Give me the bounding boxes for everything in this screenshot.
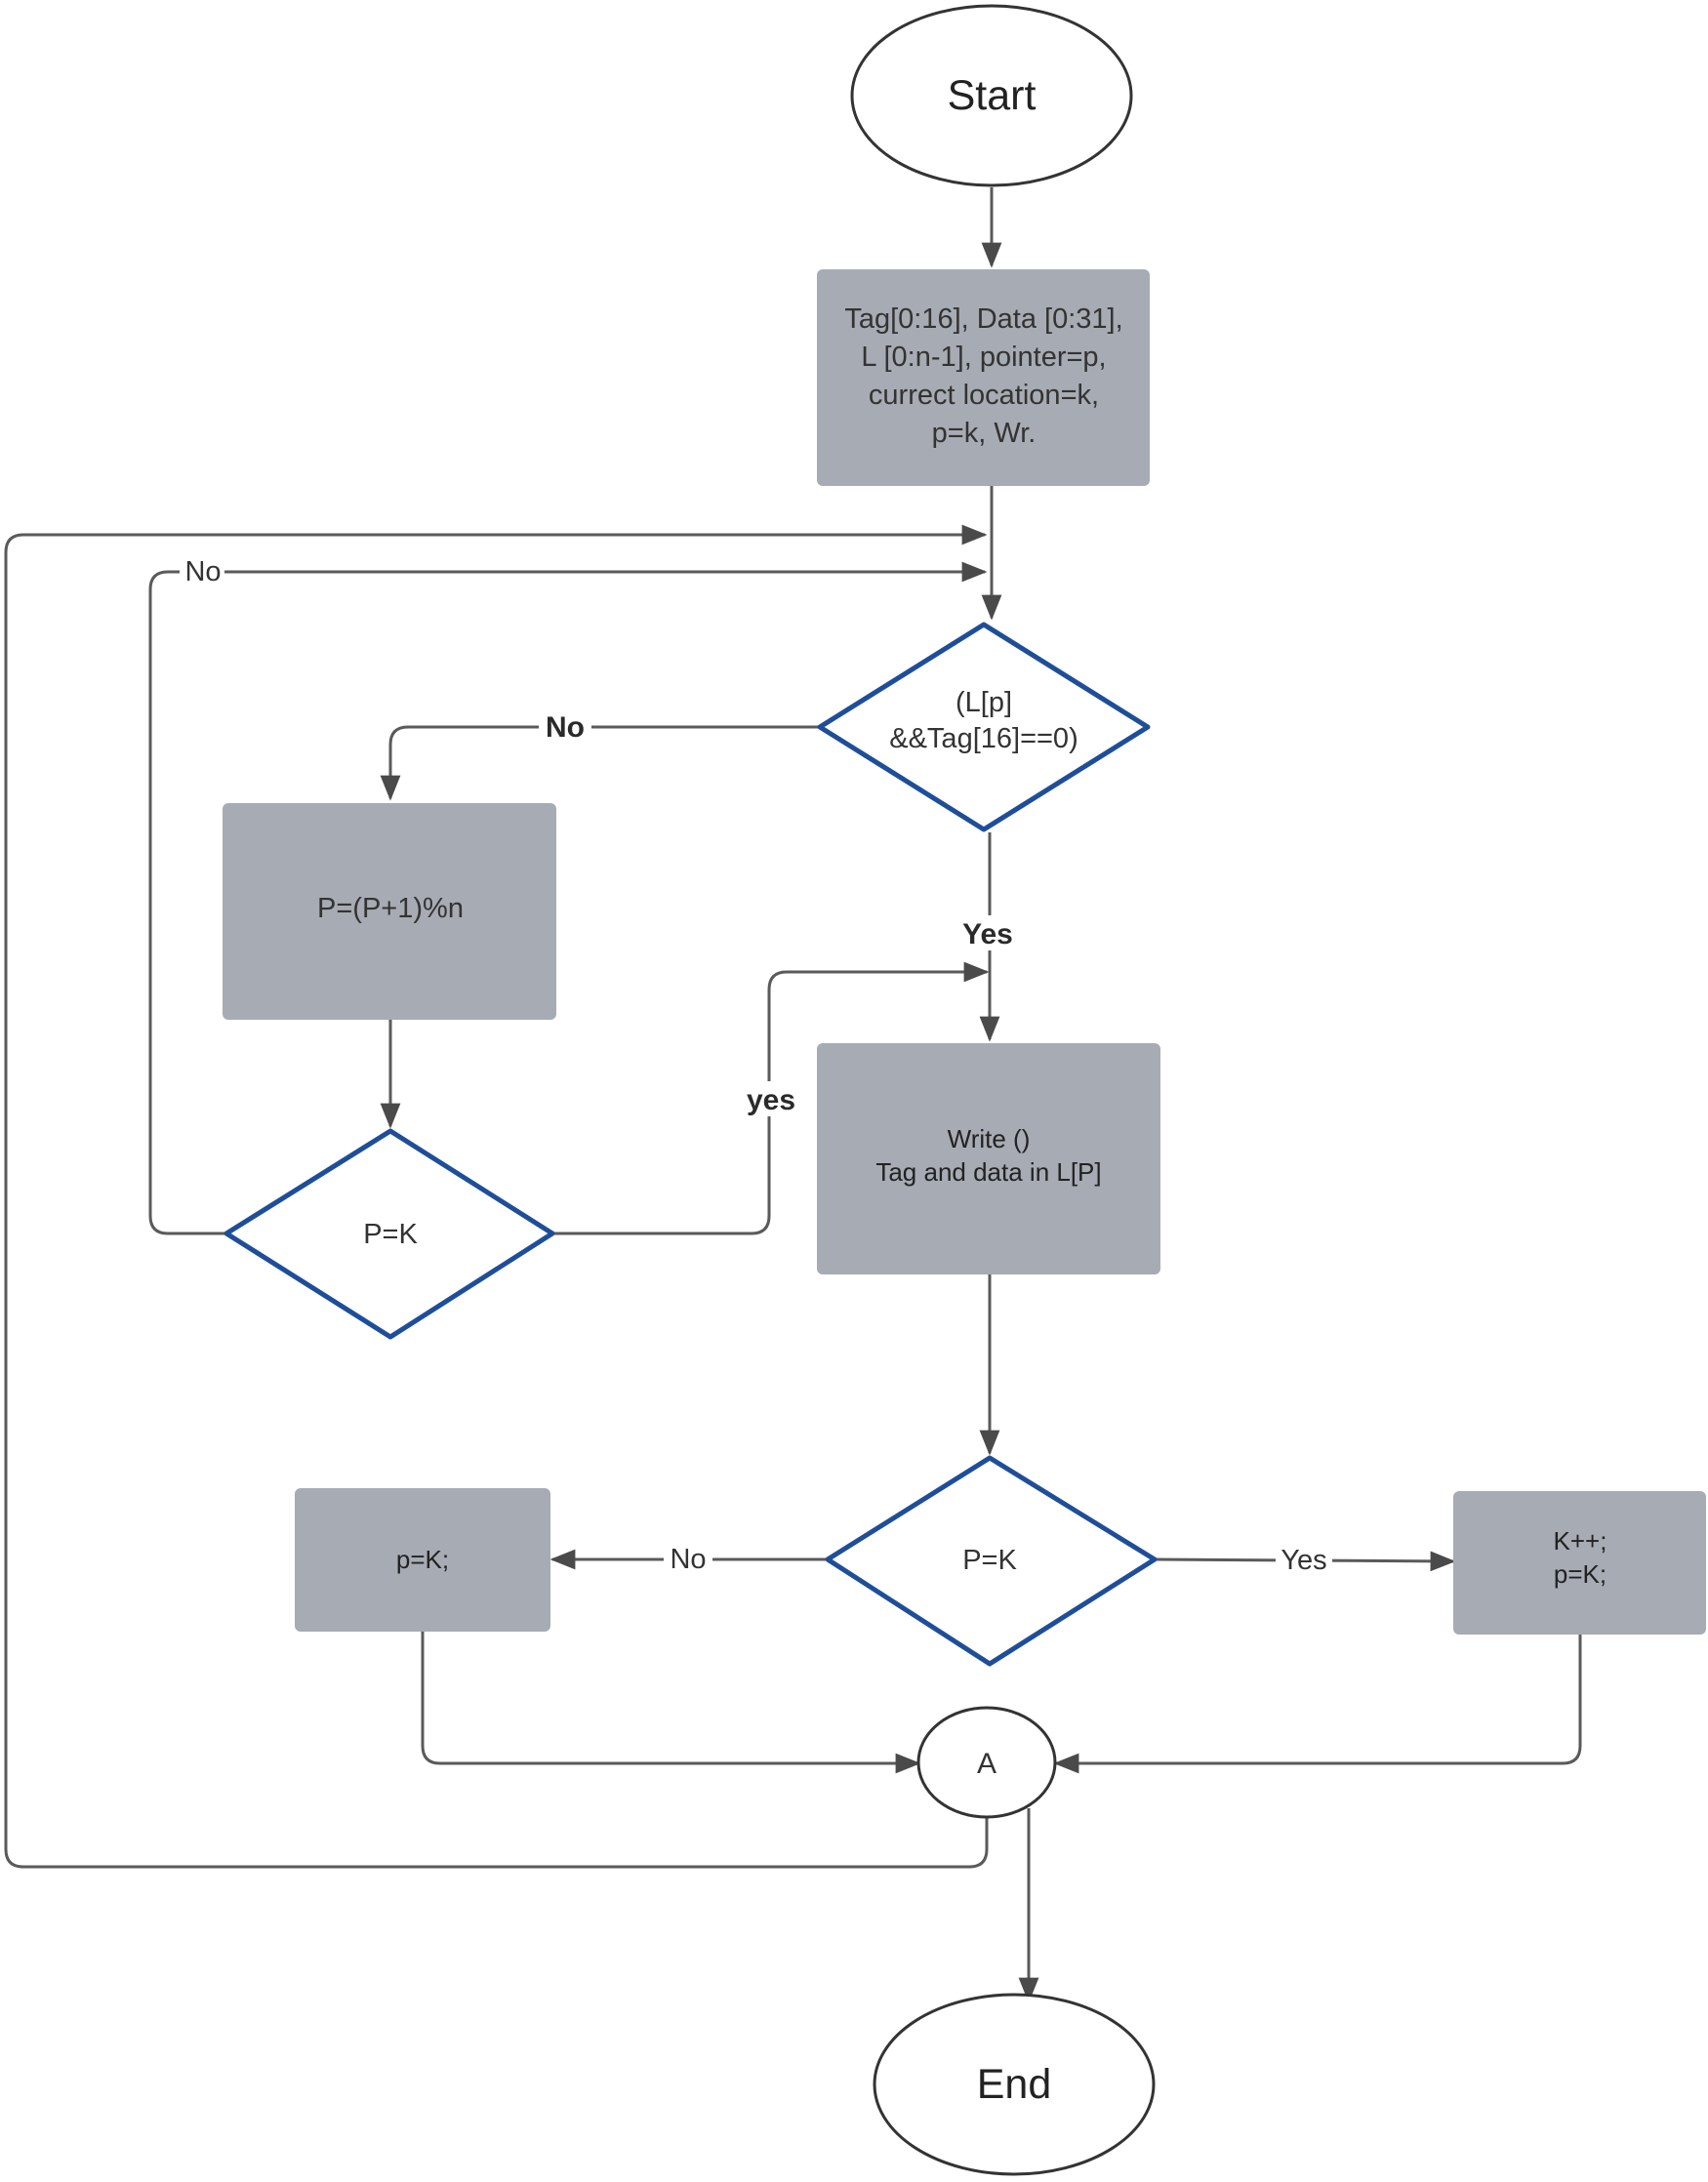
check-free-line-2: &&Tag[16]==0): [889, 723, 1078, 754]
edge-check-no: [380, 725, 818, 801]
write-process-box: Write () Tag and data in L[P]: [817, 1043, 1160, 1274]
write-line-1: Write (): [948, 1124, 1031, 1153]
init-process-box: Tag[0:16], Data [0:31], L [0:n-1], point…: [817, 269, 1150, 486]
reset-label: p=K;: [396, 1545, 449, 1574]
init-line-1: Tag[0:16], Data [0:31],: [844, 303, 1122, 335]
edge-label-check-no: No: [546, 711, 585, 744]
loop-check-label: P=K: [363, 1219, 418, 1250]
edge-label-check-yes: Yes: [962, 918, 1013, 950]
edge-loopcheck-no: [148, 561, 988, 1235]
compare-decision: P=K: [825, 1455, 1158, 1667]
increment-label: P=(P+1)%n: [317, 893, 464, 924]
init-line-4: p=k, Wr.: [932, 418, 1037, 449]
edge-labels: No No Yes yes No Yes: [180, 553, 1332, 1577]
edge-reset-to-connector: [421, 1632, 921, 1774]
start-label: Start: [948, 72, 1037, 119]
loop-check-decision: P=K: [224, 1128, 555, 1340]
edge-label-compare-no: No: [670, 1544, 706, 1575]
edge-advance-to-connector: [1053, 1635, 1582, 1774]
check-free-line-1: (L[p]: [956, 687, 1012, 718]
edges: [4, 187, 1582, 2003]
reset-process-box: p=K;: [295, 1488, 550, 1632]
end-label: End: [977, 2061, 1052, 2108]
edge-label-loop-yes: yes: [747, 1084, 795, 1116]
write-line-2: Tag and data in L[P]: [875, 1157, 1101, 1187]
connector-label: A: [977, 1748, 996, 1780]
start-node: Start: [850, 4, 1133, 187]
edge-label-loop-no: No: [184, 556, 221, 587]
connector-a: A: [916, 1706, 1057, 1819]
init-line-2: L [0:n-1], pointer=p,: [861, 342, 1106, 373]
advance-line-2: p=K;: [1554, 1559, 1606, 1589]
increment-process-box: P=(P+1)%n: [223, 803, 556, 1020]
advance-line-1: K++;: [1554, 1526, 1607, 1556]
edge-label-compare-yes: Yes: [1281, 1545, 1326, 1576]
edge-connector-loopback: [4, 524, 989, 1869]
init-line-3: currect location=k,: [869, 380, 1099, 411]
check-free-decision: (L[p] &&Tag[16]==0): [817, 622, 1151, 832]
advance-process-box: K++; p=K;: [1453, 1491, 1706, 1635]
end-node: End: [873, 1993, 1156, 2176]
compare-label: P=K: [962, 1545, 1017, 1576]
